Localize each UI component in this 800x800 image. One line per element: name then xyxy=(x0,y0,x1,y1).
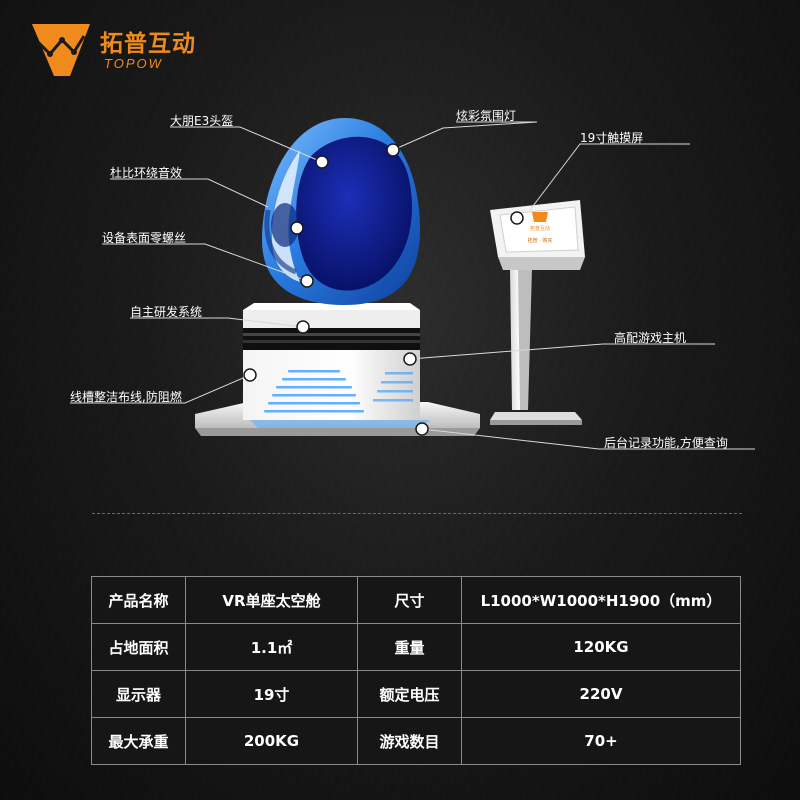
spec-value: 220V xyxy=(461,670,741,718)
spec-key: 尺寸 xyxy=(357,576,462,624)
egg-capsule xyxy=(262,118,420,305)
spec-key: 占地面积 xyxy=(91,623,186,671)
callout-lines xyxy=(70,121,755,450)
callout-helmet: 大朋E3头盔 xyxy=(170,114,234,128)
spec-key: 最大承重 xyxy=(91,717,186,765)
spec-key: 额定电压 xyxy=(357,670,462,718)
spec-key: 产品名称 xyxy=(91,576,186,624)
spec-value: 120KG xyxy=(461,623,741,671)
spec-value: VR单座太空舱 xyxy=(185,576,358,624)
touchscreen-kiosk: 拓普互动 拓普 · 购买 xyxy=(490,200,585,425)
spec-value: 1.1㎡ xyxy=(185,623,358,671)
brand-name-cn: 拓普互动 xyxy=(100,31,196,57)
brand-logo: 拓普互动 TOPOW xyxy=(30,20,210,82)
callout-ambient-light: 炫彩氛围灯 xyxy=(456,109,517,123)
seat-cabinet xyxy=(243,303,420,420)
callout-backend: 后台记录功能,方便查询 xyxy=(604,436,728,450)
spec-key: 显示器 xyxy=(91,670,186,718)
callout-wiring: 线槽整洁布线,防阻燃 xyxy=(70,390,182,404)
callout-touchscreen: 19寸触摸屏 xyxy=(580,131,644,145)
spec-key: 重量 xyxy=(357,623,462,671)
spec-table: 产品名称 VR单座太空舱 尺寸 L1000*W1000*H1900（mm） 占地… xyxy=(91,576,741,765)
table-row: 产品名称 VR单座太空舱 尺寸 L1000*W1000*H1900（mm） xyxy=(91,576,741,624)
spec-value: 200KG xyxy=(185,717,358,765)
spec-key: 游戏数目 xyxy=(357,717,462,765)
spec-value: 19寸 xyxy=(185,670,358,718)
kiosk-logo-text: 拓普互动 xyxy=(530,225,550,232)
table-row: 显示器 19寸 额定电压 220V xyxy=(91,670,741,718)
table-row: 最大承重 200KG 游戏数目 70+ xyxy=(91,717,741,765)
callout-surround-sound: 杜比环绕音效 xyxy=(110,166,183,180)
brand-name-en: TOPOW xyxy=(104,56,163,71)
spec-value: L1000*W1000*H1900（mm） xyxy=(461,576,741,624)
callout-dots xyxy=(243,143,524,436)
product-illustration: 拓普互动 拓普 · 购买 xyxy=(70,118,755,450)
callout-game-host: 高配游戏主机 xyxy=(614,331,687,345)
spec-value: 70+ xyxy=(461,717,741,765)
table-row: 占地面积 1.1㎡ 重量 120KG xyxy=(91,623,741,671)
callout-self-developed: 自主研发系统 xyxy=(130,305,203,319)
callout-no-screws: 设备表面零螺丝 xyxy=(102,231,187,245)
brand-logo-icon xyxy=(32,24,90,76)
section-divider xyxy=(92,513,742,514)
kiosk-sub-text: 拓普 · 购买 xyxy=(528,237,553,244)
